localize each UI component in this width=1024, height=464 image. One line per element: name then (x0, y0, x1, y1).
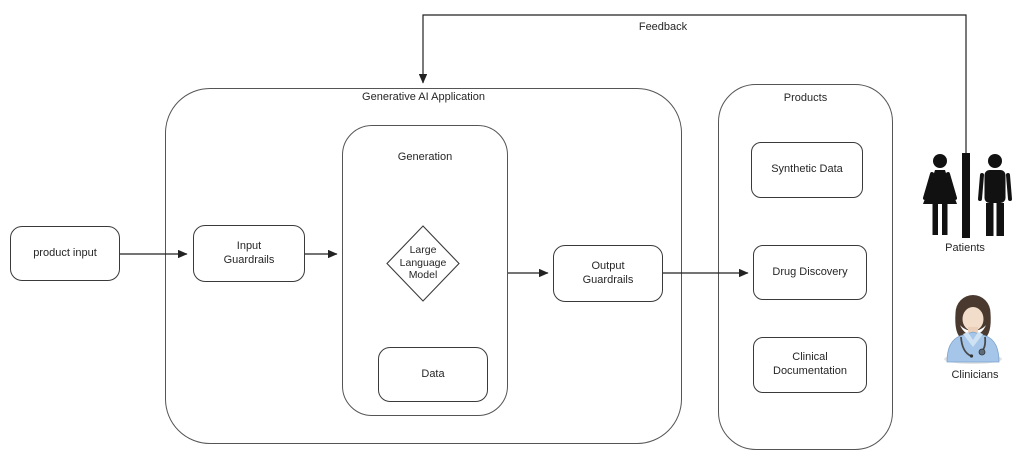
female-figure-icon (923, 154, 957, 235)
product-input-node: product input (10, 226, 120, 281)
genai-application-label: Generative AI Application (362, 91, 485, 103)
llm-node-label: Large Language Model (399, 244, 447, 282)
data-node: Data (378, 347, 488, 402)
drug-discovery-node: Drug Discovery (753, 245, 867, 300)
products-label: Products (783, 92, 828, 104)
feedback-label: Feedback (638, 21, 688, 33)
synthetic-data-node: Synthetic Data (751, 142, 863, 198)
input-guardrails-node: Input Guardrails (193, 225, 305, 282)
patients-restroom-icon (923, 153, 1012, 238)
clinical-documentation-node: Clinical Documentation (753, 337, 867, 393)
restroom-divider-bar (962, 153, 970, 238)
patients-label: Patients (945, 242, 985, 254)
male-figure-icon (978, 154, 1012, 236)
clinicians-label: Clinicians (951, 369, 999, 381)
clinicians-icon (944, 295, 1002, 364)
output-guardrails-node: Output Guardrails (553, 245, 663, 302)
generation-label: Generation (397, 151, 453, 163)
